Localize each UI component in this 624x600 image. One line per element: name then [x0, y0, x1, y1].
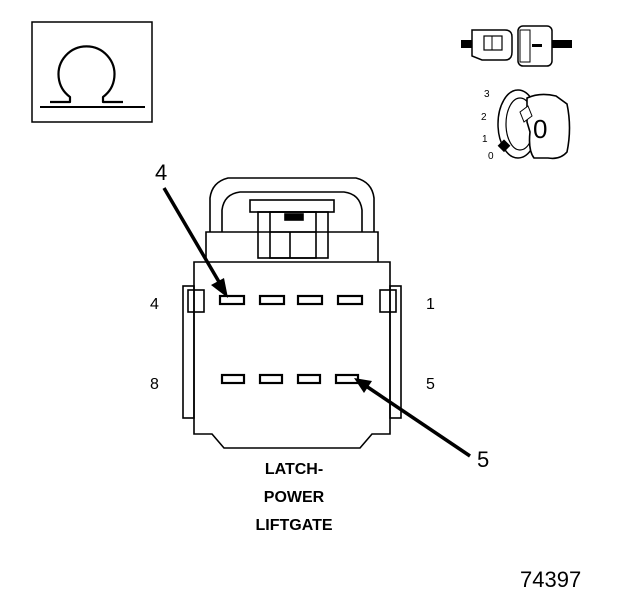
callout-arrow-4	[162, 187, 228, 298]
key-position-3: 3	[484, 89, 490, 100]
connector-caption-line-3: LIFTGATE	[255, 517, 332, 534]
key-position-2: 2	[481, 112, 487, 123]
pin-cavity-4	[218, 294, 246, 306]
callout-label-4: 4	[155, 160, 167, 185]
key-label: 0	[533, 114, 547, 144]
connector-caption-line-1: LATCH-	[265, 461, 323, 478]
pin-cavity-1	[336, 294, 364, 306]
pin-cavity-6	[296, 373, 322, 385]
connector-caption-line-2: POWER	[264, 489, 325, 506]
key-position-1: 1	[482, 134, 488, 145]
pin-label-top-left: 4	[150, 296, 159, 313]
pin-label-top-right: 1	[426, 296, 435, 313]
pin-label-bottom-right: 5	[426, 376, 435, 393]
pin-cavities	[218, 294, 364, 385]
ignition-key-icon: 3 2 1 0 0	[481, 89, 571, 162]
callout-arrow-5	[354, 378, 471, 458]
pin-cavity-2	[296, 294, 324, 306]
figure-number: 74397	[520, 567, 581, 592]
pin-label-bottom-left: 8	[150, 376, 159, 393]
ohmmeter-symbol	[31, 21, 153, 123]
connector-disconnect-icon	[461, 25, 572, 67]
pin-cavity-7	[258, 373, 284, 385]
connector-face	[182, 177, 402, 449]
pin-cavity-3	[258, 294, 286, 306]
key-position-0: 0	[488, 151, 494, 162]
callout-label-5: 5	[477, 447, 489, 472]
pin-cavity-8	[220, 373, 246, 385]
